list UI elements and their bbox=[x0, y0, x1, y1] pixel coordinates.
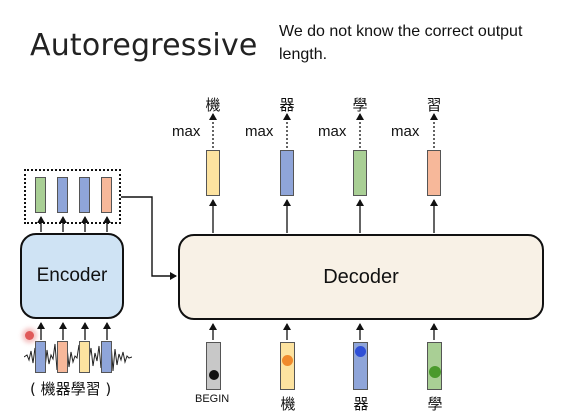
max-label-4: max bbox=[391, 123, 420, 140]
output-token-3: 學 bbox=[352, 96, 368, 114]
encoder-output-vector-1 bbox=[35, 177, 46, 213]
encoder-output-group bbox=[24, 169, 121, 224]
decoder-output-vector-2 bbox=[280, 150, 294, 196]
token-dot-icon bbox=[355, 346, 366, 357]
decoder-output-vector-3 bbox=[353, 150, 367, 196]
slide-note: We do not know the correct output length… bbox=[279, 23, 523, 63]
decoder-input-vector-4 bbox=[427, 342, 442, 390]
input-vector-3 bbox=[79, 341, 90, 373]
output-token-2: 器 bbox=[279, 96, 295, 114]
max-label-3: max bbox=[318, 123, 347, 140]
encoder-output-vector-2 bbox=[57, 177, 68, 213]
input-vector-2 bbox=[57, 341, 68, 373]
encoder-output-vector-3 bbox=[79, 177, 90, 213]
input-vector-4 bbox=[101, 341, 112, 373]
decoder-input-label-4: 學 bbox=[427, 395, 443, 413]
decoder-input-label-2: 機 bbox=[280, 395, 296, 413]
slide-title: Autoregressive bbox=[30, 28, 258, 63]
decoder-input-vector-3 bbox=[353, 342, 368, 390]
decoder-output-vector-4 bbox=[427, 150, 441, 196]
laser-pointer-dot bbox=[25, 331, 34, 340]
decoder-input-label-1: BEGIN bbox=[195, 393, 230, 405]
token-dot-icon bbox=[429, 366, 441, 378]
output-token-1: 機 bbox=[205, 96, 221, 114]
input-caption: ( 機器學習 ) bbox=[30, 380, 112, 398]
decoder-input-vector-2 bbox=[280, 342, 295, 390]
decoder-block: Decoder bbox=[178, 234, 544, 320]
input-vector-1 bbox=[35, 341, 46, 373]
decoder-input-label-3: 器 bbox=[353, 395, 369, 413]
max-label-2: max bbox=[245, 123, 274, 140]
decoder-input-begin-vector bbox=[206, 342, 221, 390]
token-dot-icon bbox=[282, 355, 293, 366]
decoder-label: Decoder bbox=[323, 265, 399, 288]
connector-arrows bbox=[37, 113, 438, 340]
encoder-output-vector-4 bbox=[101, 177, 112, 213]
begin-token-dot-icon bbox=[209, 370, 219, 380]
decoder-output-vector-1 bbox=[206, 150, 220, 196]
max-label-1: max bbox=[172, 123, 201, 140]
output-token-4: 習 bbox=[426, 96, 442, 114]
encoder-label: Encoder bbox=[36, 265, 108, 286]
encoder-block: Encoder bbox=[20, 233, 124, 319]
